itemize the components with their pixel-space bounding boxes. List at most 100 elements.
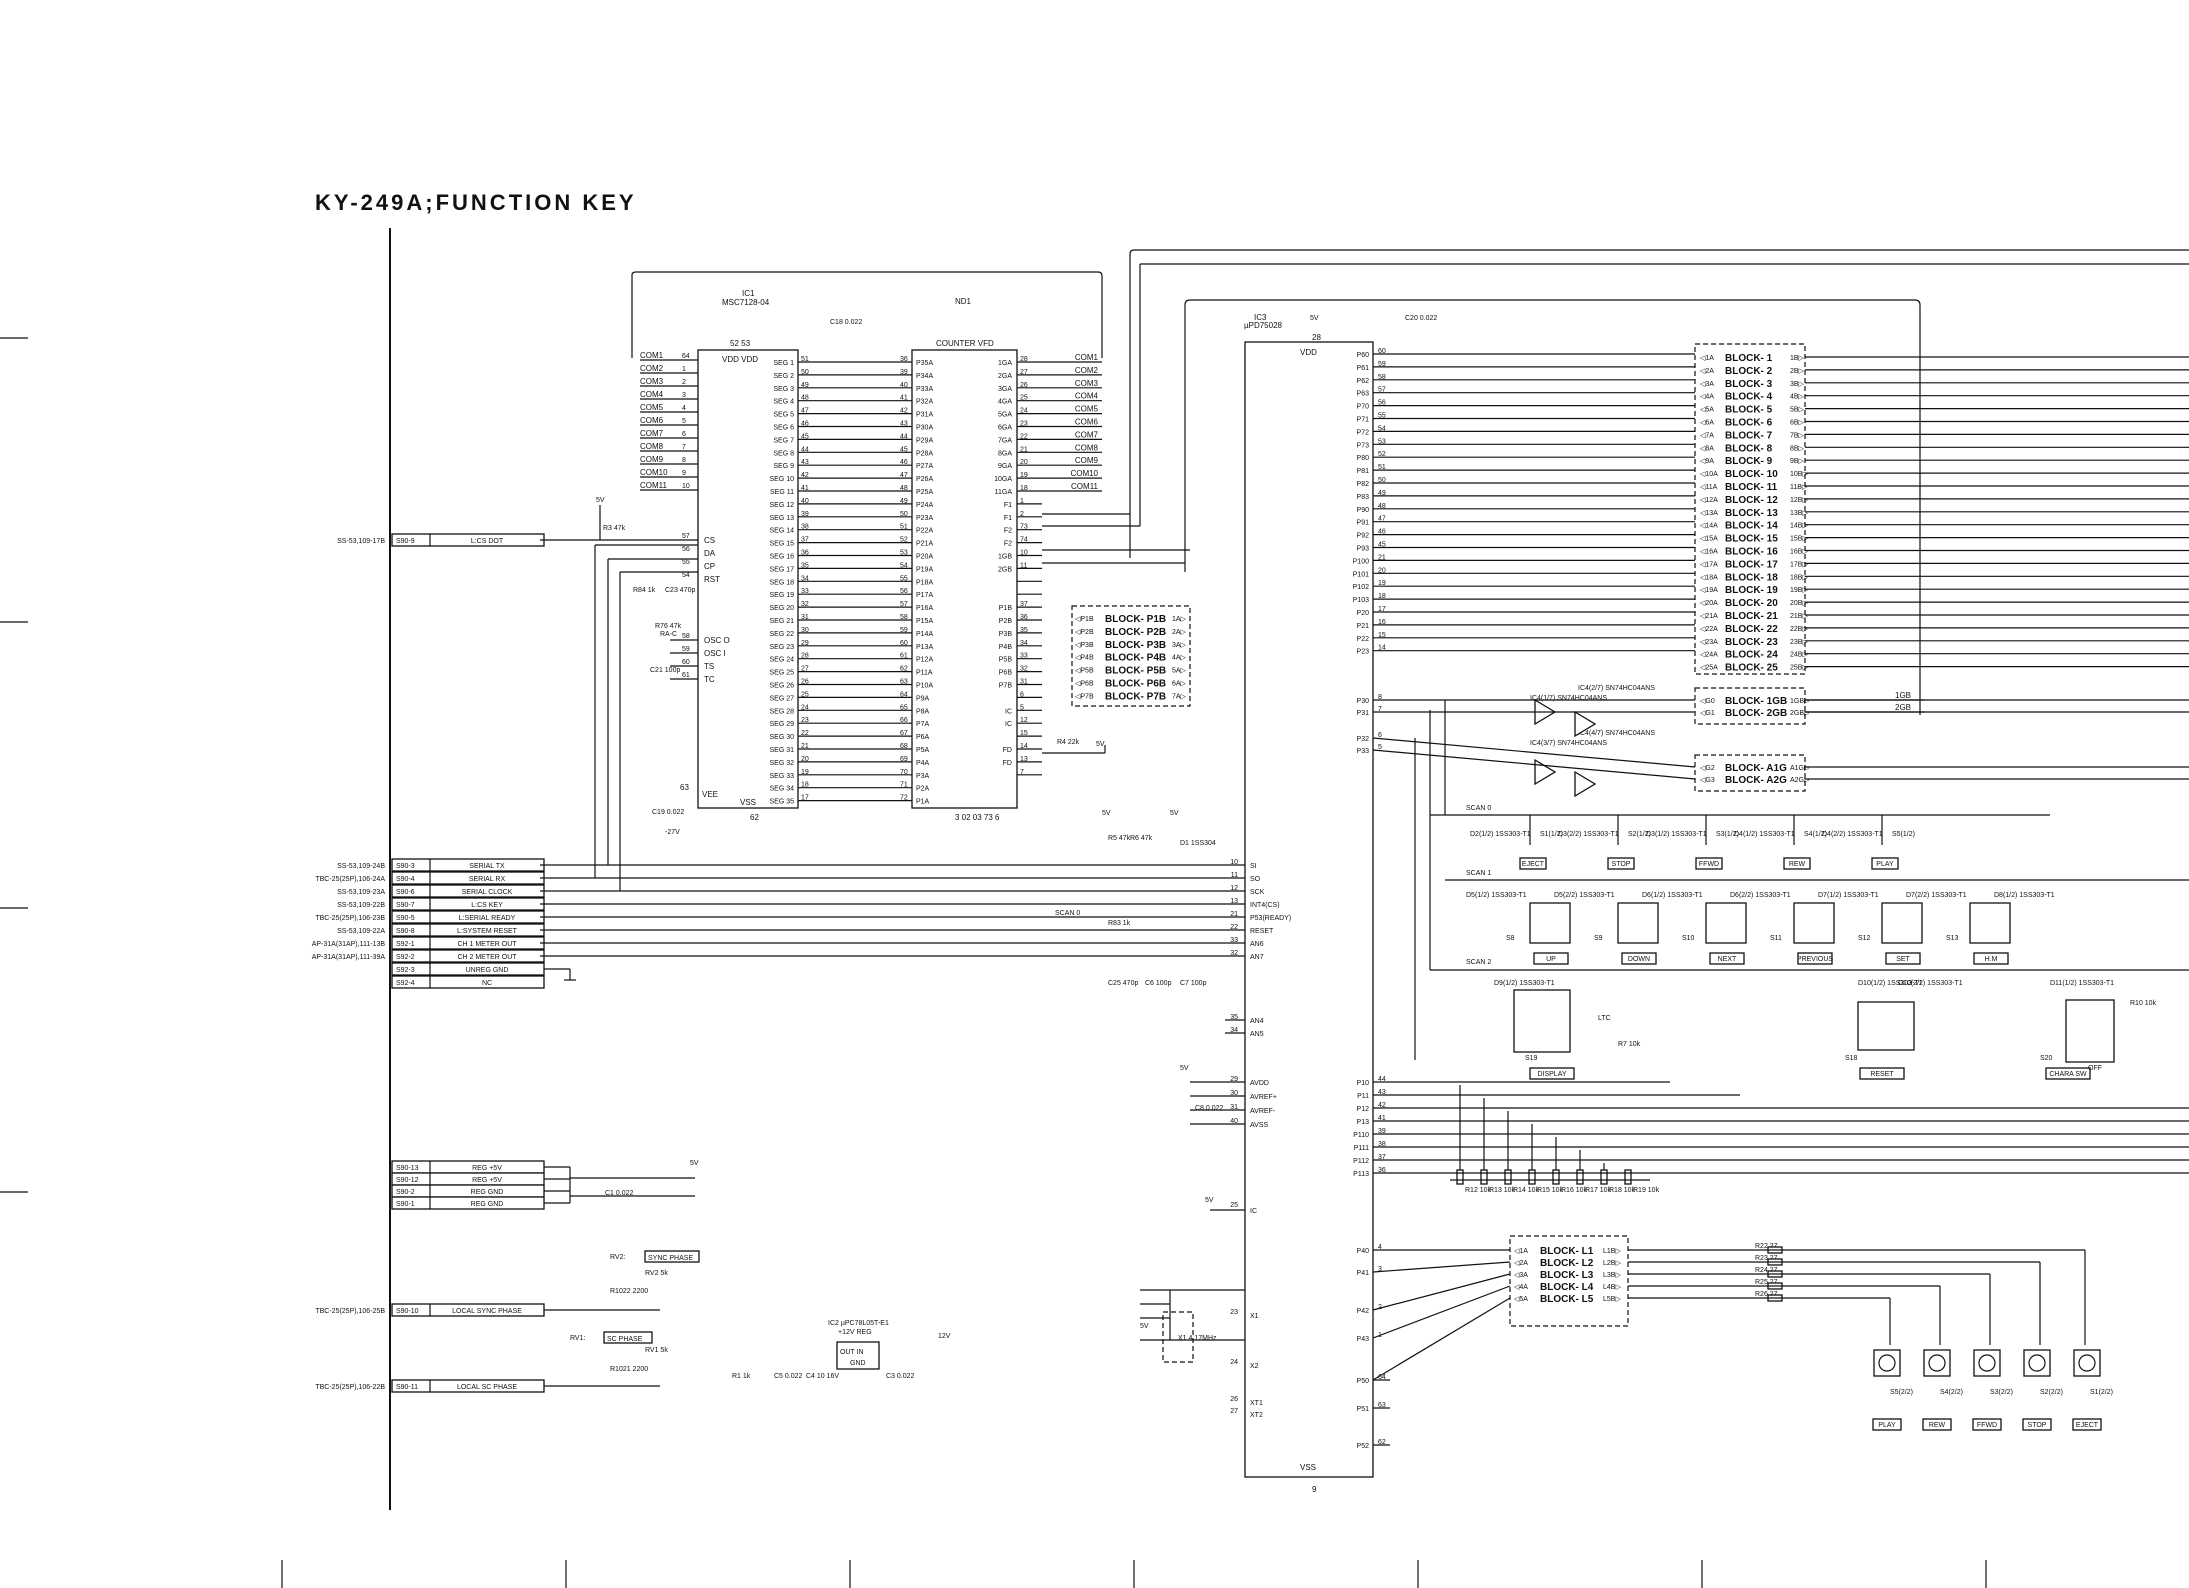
block-label: BLOCK- 17	[1725, 559, 1778, 570]
ic3-vdd-pin: 28	[1312, 333, 1321, 342]
block-out: 23B▷	[1790, 639, 1808, 646]
led-switch-ref: S5(2/2)	[1890, 1389, 1913, 1396]
key-diode-label: D7(2/2) 1SS303-T1	[1906, 892, 1967, 899]
resistor	[1504, 1169, 1512, 1185]
ic1-seg-pin: 38	[801, 524, 809, 531]
block-label: BLOCK- 1	[1725, 353, 1773, 364]
nd1-p-label: P29A	[916, 437, 933, 444]
ic3-p4-pin: 3	[1378, 1266, 1382, 1273]
key-label-box	[1859, 1067, 1905, 1080]
conn-source: AP-31A(31AP),111-39A	[312, 954, 386, 961]
resistor	[1528, 1169, 1536, 1185]
ic3-p4-label: P42	[1357, 1308, 1370, 1315]
ic1-vdd: VDD VDD	[722, 355, 758, 364]
conn-signal: SERIAL TX	[469, 863, 505, 870]
supply-5v: 5V	[1180, 1065, 1189, 1072]
key-switch-box	[1617, 902, 1659, 944]
nd1-p-pin: 62	[900, 666, 908, 673]
key-label: RESET	[1870, 1071, 1894, 1078]
nd1-p-pin: 50	[900, 511, 908, 518]
ic1-seg-pin: 34	[801, 575, 809, 582]
nd1-p-label: P9A	[916, 695, 930, 702]
nd1-p-pin: 36	[900, 356, 908, 363]
scan-label: SCAN 2	[1466, 959, 1491, 966]
block-out: 25B▷	[1790, 665, 1808, 672]
ic3-port-label: P92	[1357, 533, 1370, 540]
supply-5v: 5V	[1102, 810, 1111, 817]
key-diode-label: D11(1/2) 1SS303-T1	[2050, 980, 2114, 987]
ic1-ctrl-pin: 54	[682, 572, 690, 579]
key-diode-label: D10(2/2) 1SS303-T1	[1898, 980, 1963, 987]
gb-net-label: 2GB	[1895, 703, 1911, 712]
nd1-grid-pin: 7	[1020, 769, 1024, 776]
ic3-port-label: P81	[1357, 468, 1370, 475]
block-p-out: 5A▷	[1172, 668, 1187, 675]
block-out: 18B▷	[1790, 574, 1808, 581]
block-l-label: BLOCK- L4	[1540, 1282, 1594, 1293]
key-diode-label: D3(2/2) 1SS303-T1	[1558, 831, 1619, 838]
nd1-grid-label: P7B	[999, 683, 1013, 690]
key-label-box	[1695, 857, 1723, 870]
ic3-p1-pin: 42	[1378, 1102, 1386, 1109]
schematic-title: KY-249A;FUNCTION KEY	[315, 190, 637, 215]
block-out: 7B▷	[1790, 432, 1805, 439]
conn-pin: S92-1	[396, 941, 415, 948]
nd1-grid-pin: 33	[1020, 653, 1028, 660]
conn-signal: L:CS DOT	[471, 538, 504, 545]
conn-box	[391, 858, 545, 872]
part-r1: R1 1k	[732, 1373, 751, 1380]
nd1-p-label: P12A	[916, 657, 933, 664]
nd1-grid-pin: 36	[1020, 614, 1028, 621]
nd1-grid-label: 5GA	[998, 412, 1012, 419]
block-label: BLOCK- 9	[1725, 456, 1773, 467]
ic3-p4-pin: 4	[1378, 1244, 1382, 1251]
ic1-seg-pin: 19	[801, 769, 809, 776]
nd1-p-pin: 67	[900, 730, 908, 737]
resistor	[1624, 1169, 1632, 1185]
ic3-xt-label: XT2	[1250, 1412, 1263, 1419]
part-r84: R84 1k	[633, 587, 656, 594]
nd1-grid-pin: 34	[1020, 640, 1028, 647]
part-c18: C18 0.022	[830, 319, 862, 326]
nd1-p-label: P21A	[916, 541, 933, 548]
ic1-seg-label: SEG 19	[769, 592, 794, 599]
conn-signal: SERIAL RX	[469, 876, 506, 883]
supply-5v: 5V	[690, 1160, 699, 1167]
part-res-bank: R13 10k	[1489, 1187, 1516, 1194]
key-label-box	[1607, 857, 1635, 870]
key-diode-label: D6(2/2) 1SS303-T1	[1730, 892, 1791, 899]
reset-switch-box	[1857, 1001, 1915, 1051]
ic1-seg-label: SEG 31	[769, 747, 794, 754]
nd1-grid-pin: 73	[1020, 524, 1028, 531]
ic3-port-pin: 50	[1378, 477, 1386, 484]
ic2-body	[836, 1341, 880, 1370]
ic3-port-label: P72	[1357, 429, 1370, 436]
ic3-p4-label: P43	[1357, 1336, 1370, 1343]
key-label: NEXT	[1718, 956, 1737, 963]
conn-signal: NC	[482, 980, 492, 987]
block-p-out: 1A▷	[1172, 616, 1187, 623]
nd1-com-out: COM9	[1075, 456, 1099, 465]
conn-pin: S90-3	[396, 863, 415, 870]
ic3-an-pin: 35	[1230, 1014, 1238, 1021]
nd1-p-label: P18A	[916, 579, 933, 586]
block-gb-in: ◁G0	[1700, 698, 1715, 705]
ic3-port-label: P20	[1357, 610, 1370, 617]
nd1-p-label: P2A	[916, 786, 930, 793]
block-out: 22B▷	[1790, 626, 1808, 633]
ic3-ref: IC3	[1254, 313, 1267, 322]
block-in: ◁20A	[1700, 600, 1718, 607]
block-label: BLOCK- 23	[1725, 637, 1778, 648]
ic1-seg-pin: 44	[801, 446, 809, 453]
nd1-p-label: P30A	[916, 425, 933, 432]
nd1-grid-label: P2B	[999, 618, 1013, 625]
part-rv2-tag: SYNC PHASE	[648, 1255, 693, 1262]
part-ic2-pins: OUT IN	[840, 1349, 864, 1356]
part-ic4b: IC4(2/7) SN74HC04ANS	[1578, 685, 1655, 692]
block-group-p	[1071, 605, 1191, 707]
ic3-scan-label: P33	[1357, 748, 1370, 755]
nd1-p-label: P34A	[916, 373, 933, 380]
nd1-grid-label: 11GA	[995, 489, 1013, 496]
led-switch-box	[1923, 1349, 1951, 1377]
nd1-p-pin: 43	[900, 421, 908, 428]
